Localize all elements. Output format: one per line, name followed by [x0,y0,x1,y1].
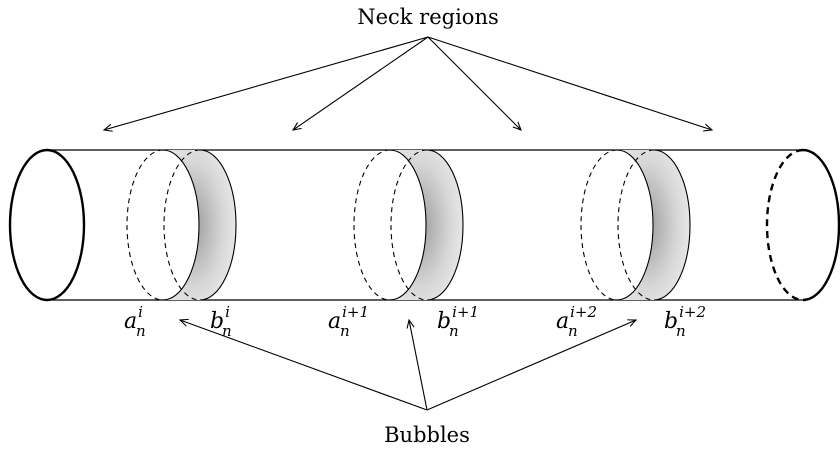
cylinder-left-end [8,148,86,302]
bubble-arrows [180,320,636,411]
neck-arrows [104,36,712,130]
neck-arrow-1 [104,36,429,130]
bubble-band-3-front-right [653,149,691,301]
bubble-band-1-front-right [199,149,237,301]
bubble-band-2-front-left [389,149,427,301]
bubble-band-2 [353,149,464,301]
bubble-band-1-back-right [163,149,201,301]
bubble-band-1 [126,149,237,301]
bubble-band-1-front-left [162,149,200,301]
bubble-arrow-3 [426,320,636,411]
bubble-band-3-back-left [580,149,618,301]
neck-arrow-3 [427,36,521,130]
bubbles-label: Bubbles [384,423,470,447]
neck-arrow-2 [293,36,429,130]
bubble-band-2-back-right [390,149,428,301]
bubble-band-3 [580,149,691,301]
bubble-arrow-1 [180,320,428,411]
bubble-band-3-back-right [617,149,655,301]
bubble-band-2-front-right [426,149,464,301]
bubble-arrow-2 [409,320,428,411]
neck-regions-label: Neck regions [357,5,499,29]
bubble-band-3-front-left [616,149,654,301]
cylinder-right-end-back [765,148,804,302]
bubble-band-2-back-left [353,149,391,301]
bubble-band-1-back-left [126,149,164,301]
cylinder-right-end-front [802,148,840,302]
neck-arrow-4 [427,36,712,130]
